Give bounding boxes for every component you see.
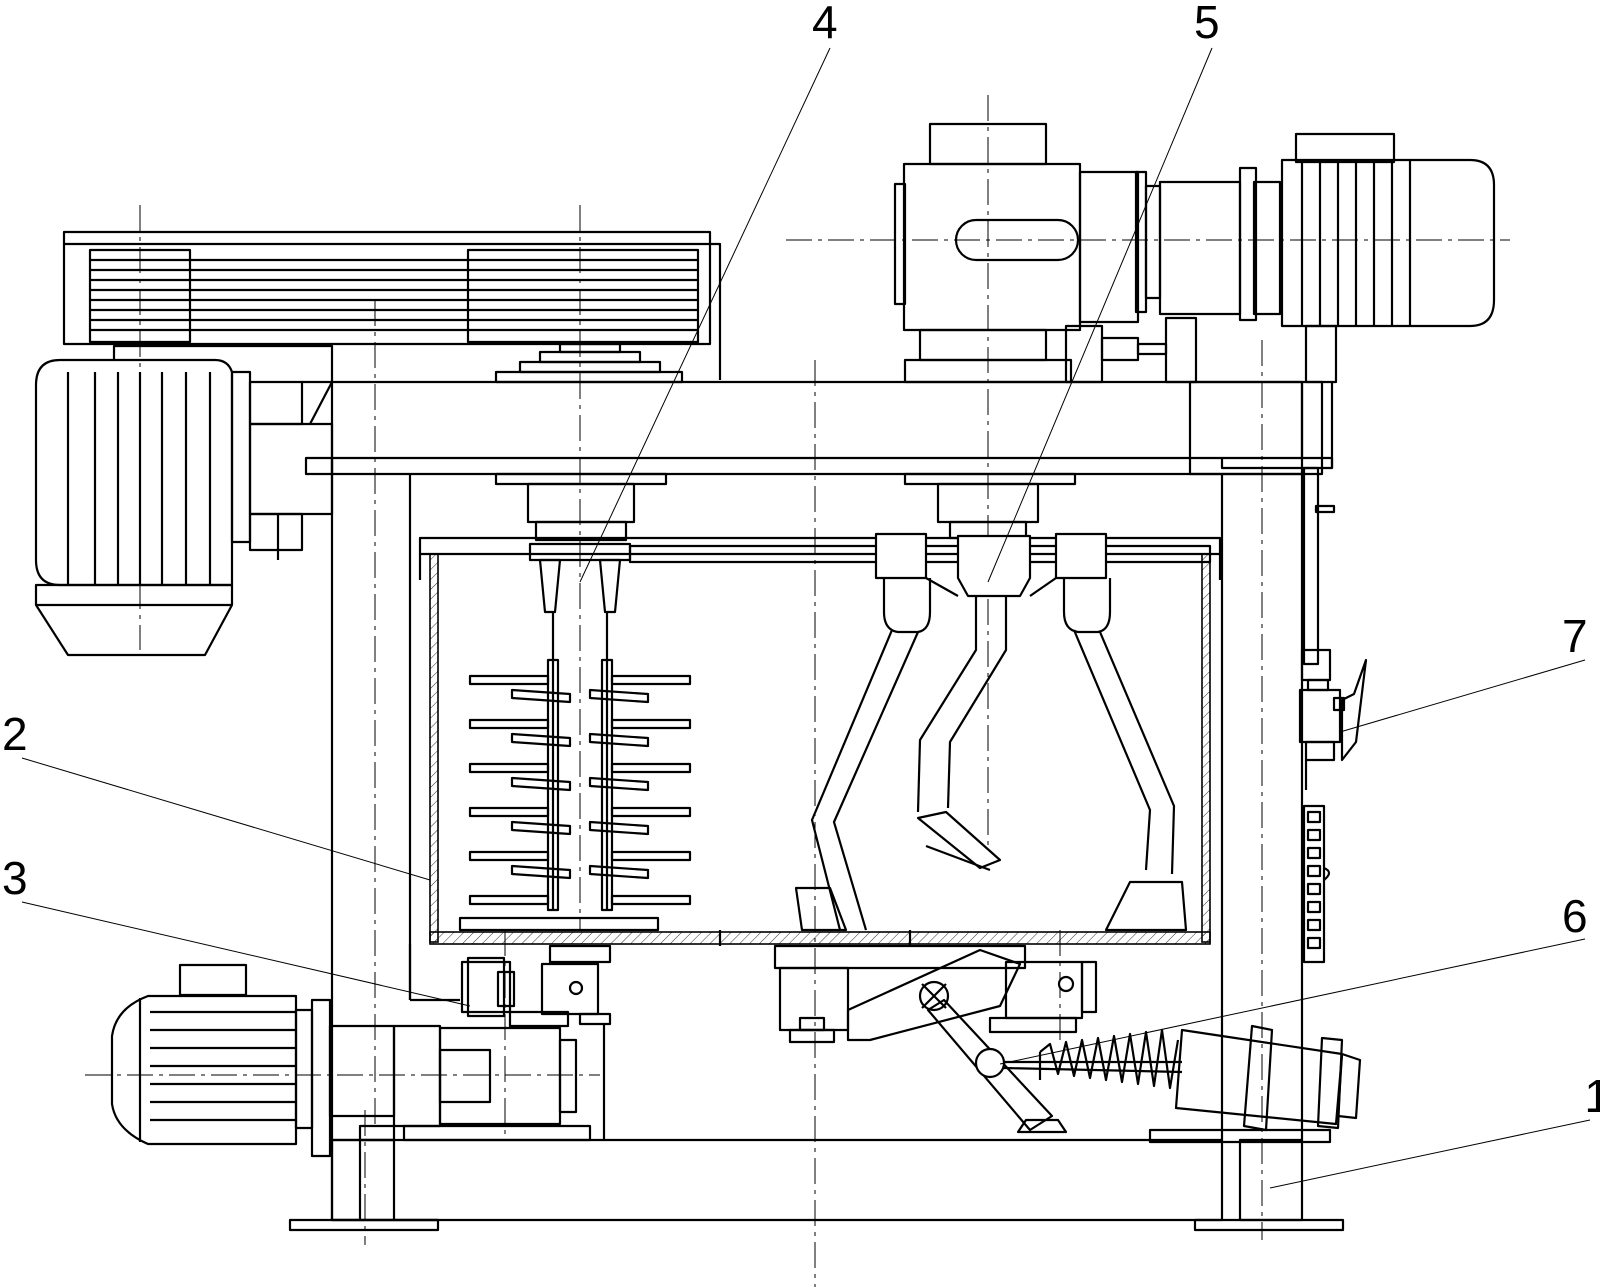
callout-1: 1 [1584, 1070, 1600, 1122]
stirrer-blades [468, 674, 692, 906]
callout-2: 2 [2, 708, 28, 760]
callout-5: 5 [1194, 0, 1220, 48]
drive-belt [90, 258, 698, 332]
callout-7: 7 [1562, 610, 1588, 662]
top-right-gearmotor [893, 122, 1496, 384]
bellows-spring [1038, 1028, 1180, 1090]
leader-lines [21, 47, 1591, 1189]
callout-4: 4 [812, 0, 838, 48]
vertical-stirrer [458, 542, 692, 932]
top-beam [304, 380, 1324, 542]
tilt-mechanism [773, 944, 1362, 1144]
mixing-bowl [418, 536, 1222, 946]
center-lines [85, 95, 1510, 1287]
belt-guard [62, 230, 722, 384]
callout-6: 6 [1562, 890, 1588, 942]
callout-labels: 1 2 3 4 5 6 7 [2, 0, 1600, 1122]
lower-left-gearmotor [110, 944, 612, 1158]
callout-3: 3 [2, 852, 28, 904]
paddle-arms [628, 532, 1212, 932]
upper-left-motor [34, 344, 334, 657]
main-frame [288, 380, 1345, 1232]
control-panel [1298, 466, 1368, 964]
